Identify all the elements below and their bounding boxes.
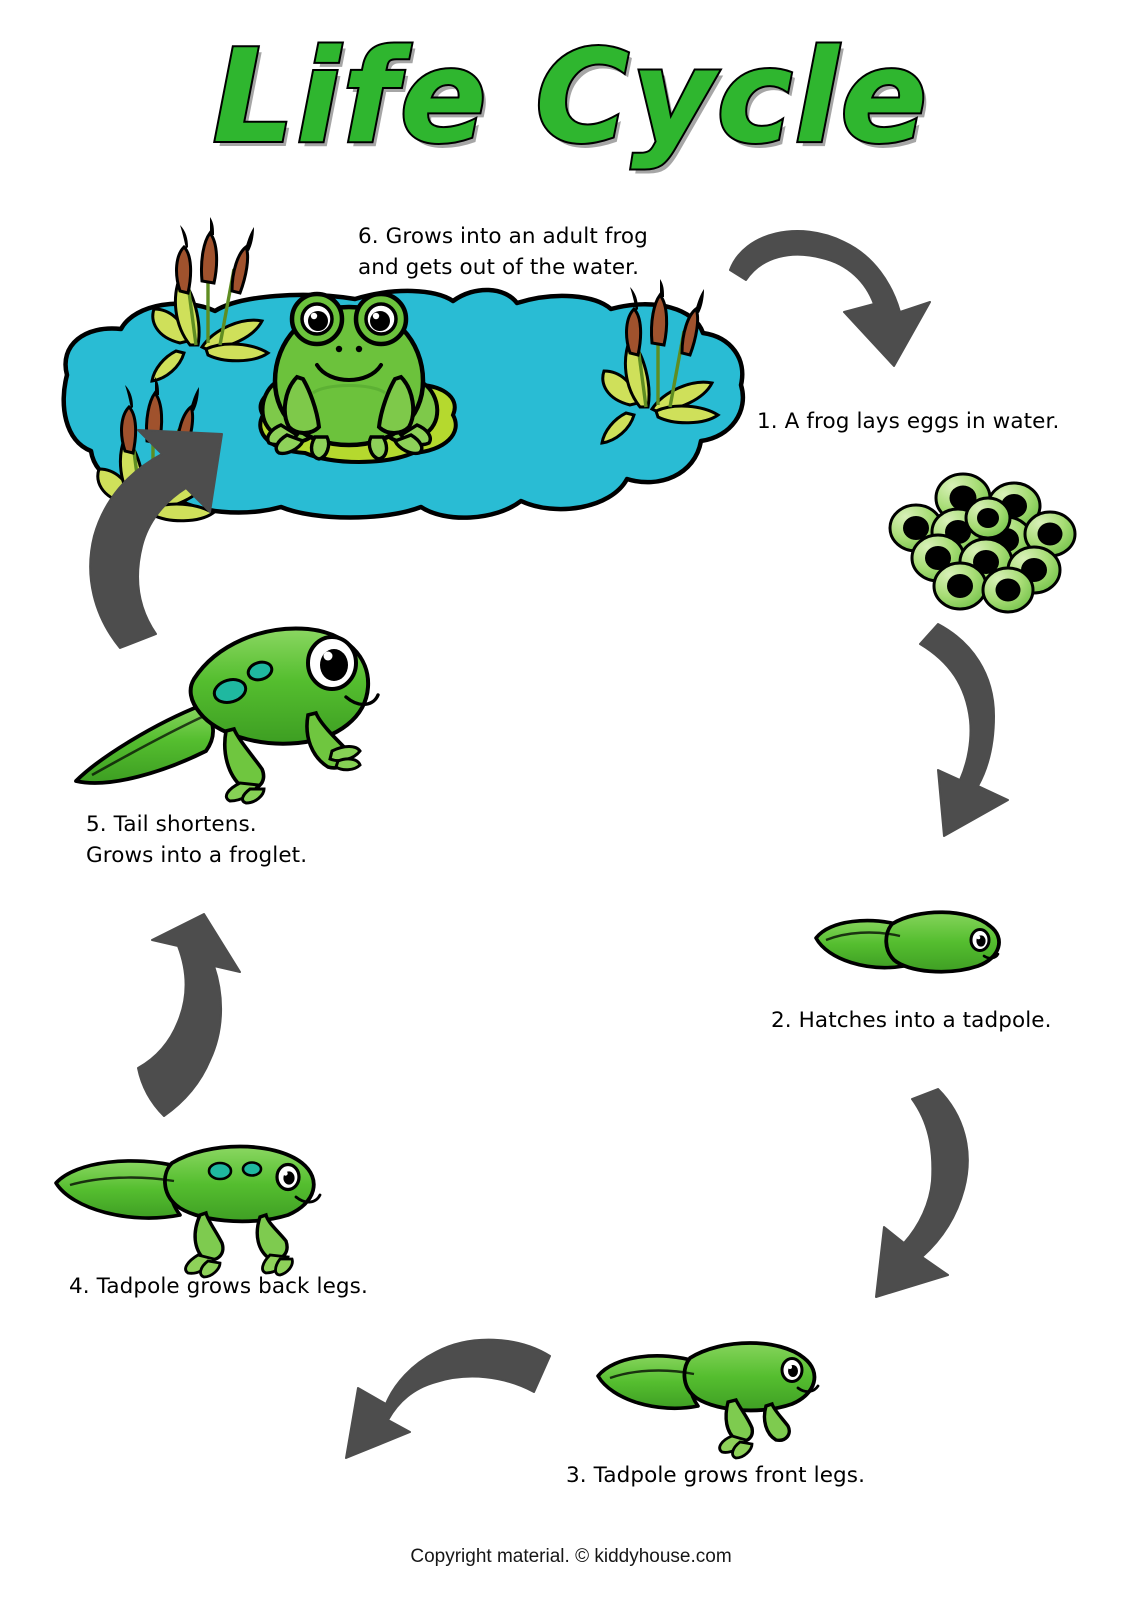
stage-6-caption: 6. Grows into an adult frog and gets out…: [358, 224, 648, 280]
stage-3-illustration-tadpole-front-legs: [590, 1330, 850, 1460]
stage-4-illustration-tadpole-back-legs: [48, 1135, 358, 1280]
stage-4-caption: 4. Tadpole grows back legs.: [69, 1274, 368, 1299]
copyright-footer: Copyright material. © kiddyhouse.com: [410, 1546, 732, 1567]
stage-1-caption: 1. A frog lays eggs in water.: [757, 409, 1060, 434]
stage-2-caption: 2. Hatches into a tadpole.: [771, 1008, 1052, 1033]
adult-frog-icon: [260, 291, 440, 461]
arrow-stage4-to-stage5-icon: [108, 900, 248, 1125]
stage-5-illustration-froglet: [70, 605, 390, 805]
cattail-plant-icon: [600, 279, 721, 445]
frog-eggs-cluster-icon: [888, 472, 1077, 614]
stage-5-caption: 5. Tail shortens. Grows into a froglet.: [86, 812, 308, 868]
stage-1-illustration-frog-eggs: [868, 462, 1078, 614]
arrow-stage5-to-stage6-icon: [80, 400, 250, 650]
arrow-stage2-to-stage3-icon: [840, 1085, 990, 1315]
froglet-icon: [74, 626, 380, 805]
stage-6-illustration-adult-frog-on-pond: [55, 217, 755, 545]
stage-3-caption: 3. Tadpole grows front legs.: [566, 1463, 866, 1488]
arrow-stage3-to-stage4-icon: [318, 1330, 558, 1460]
tadpole-front-legs-icon: [596, 1341, 820, 1460]
page-title: Life Cycle: [211, 23, 930, 172]
arrow-stage6-to-stage1-icon: [724, 228, 954, 373]
stage-2-illustration-tadpole: [808, 900, 1018, 980]
cattail-plant-icon: [150, 217, 271, 383]
tadpole-back-legs-icon: [54, 1144, 322, 1279]
arrow-stage1-to-stage2-icon: [890, 620, 1030, 850]
tadpole-icon: [814, 910, 1001, 974]
